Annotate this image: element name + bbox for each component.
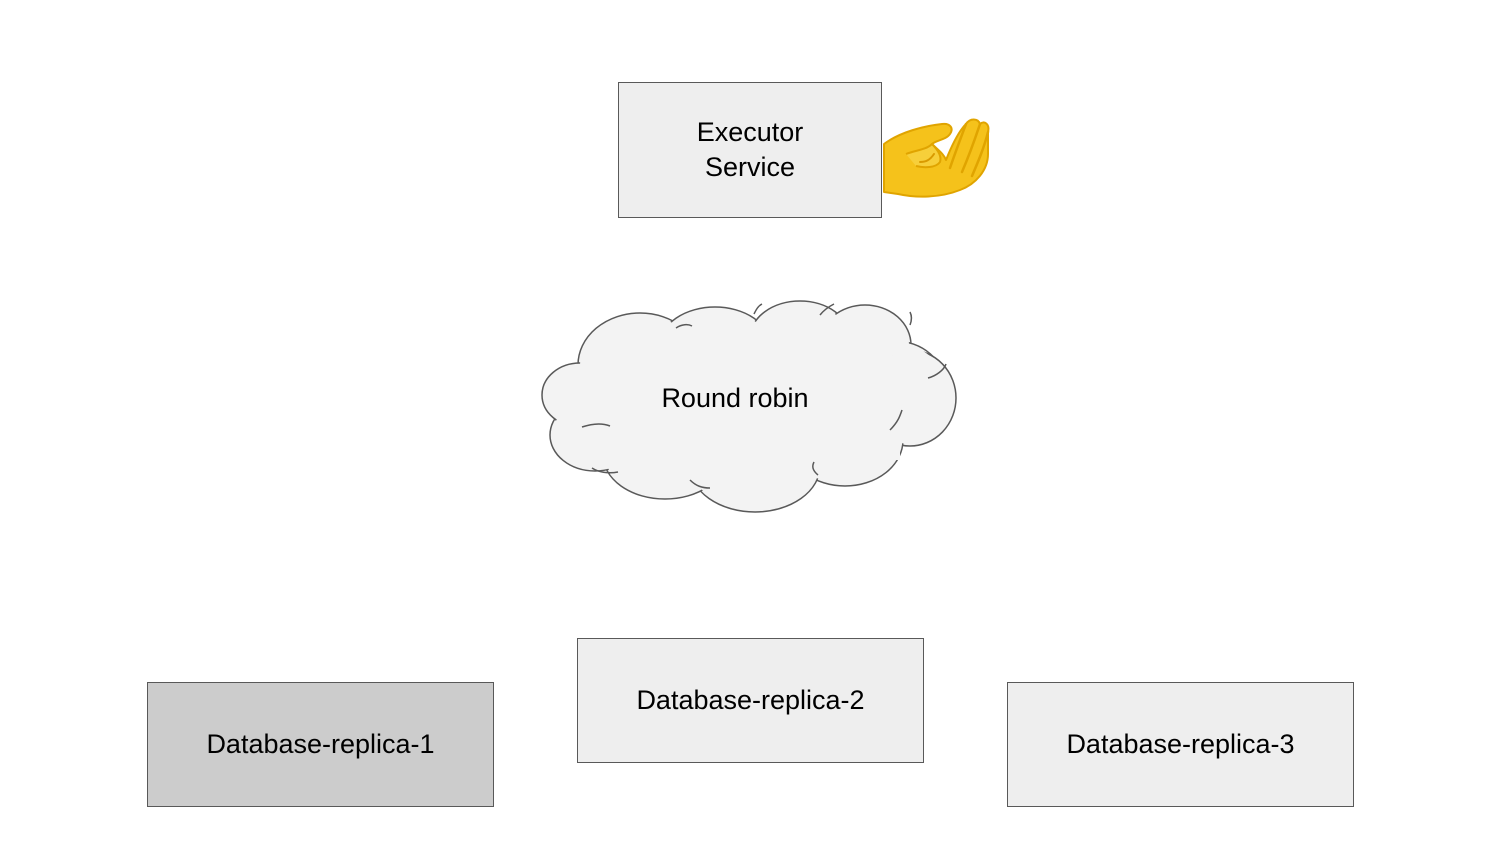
database-replica-1-label: Database-replica-1 [206,729,435,759]
round-robin-label: Round robin [661,382,809,413]
database-replica-2-label: Database-replica-2 [636,685,865,715]
round-robin-cloud[interactable]: Round robin [540,290,960,516]
executor-service-box[interactable]: Executor Service [618,82,882,218]
database-replica-3-box[interactable]: Database-replica-3 [1007,682,1354,807]
database-replica-3-label: Database-replica-3 [1066,729,1295,759]
database-replica-2-box[interactable]: Database-replica-2 [577,638,924,763]
cloud-shape [541,300,957,513]
pinching-hand-icon [883,118,990,198]
database-replica-1-box[interactable]: Database-replica-1 [147,682,494,807]
executor-service-label: Executor Service [696,117,804,182]
